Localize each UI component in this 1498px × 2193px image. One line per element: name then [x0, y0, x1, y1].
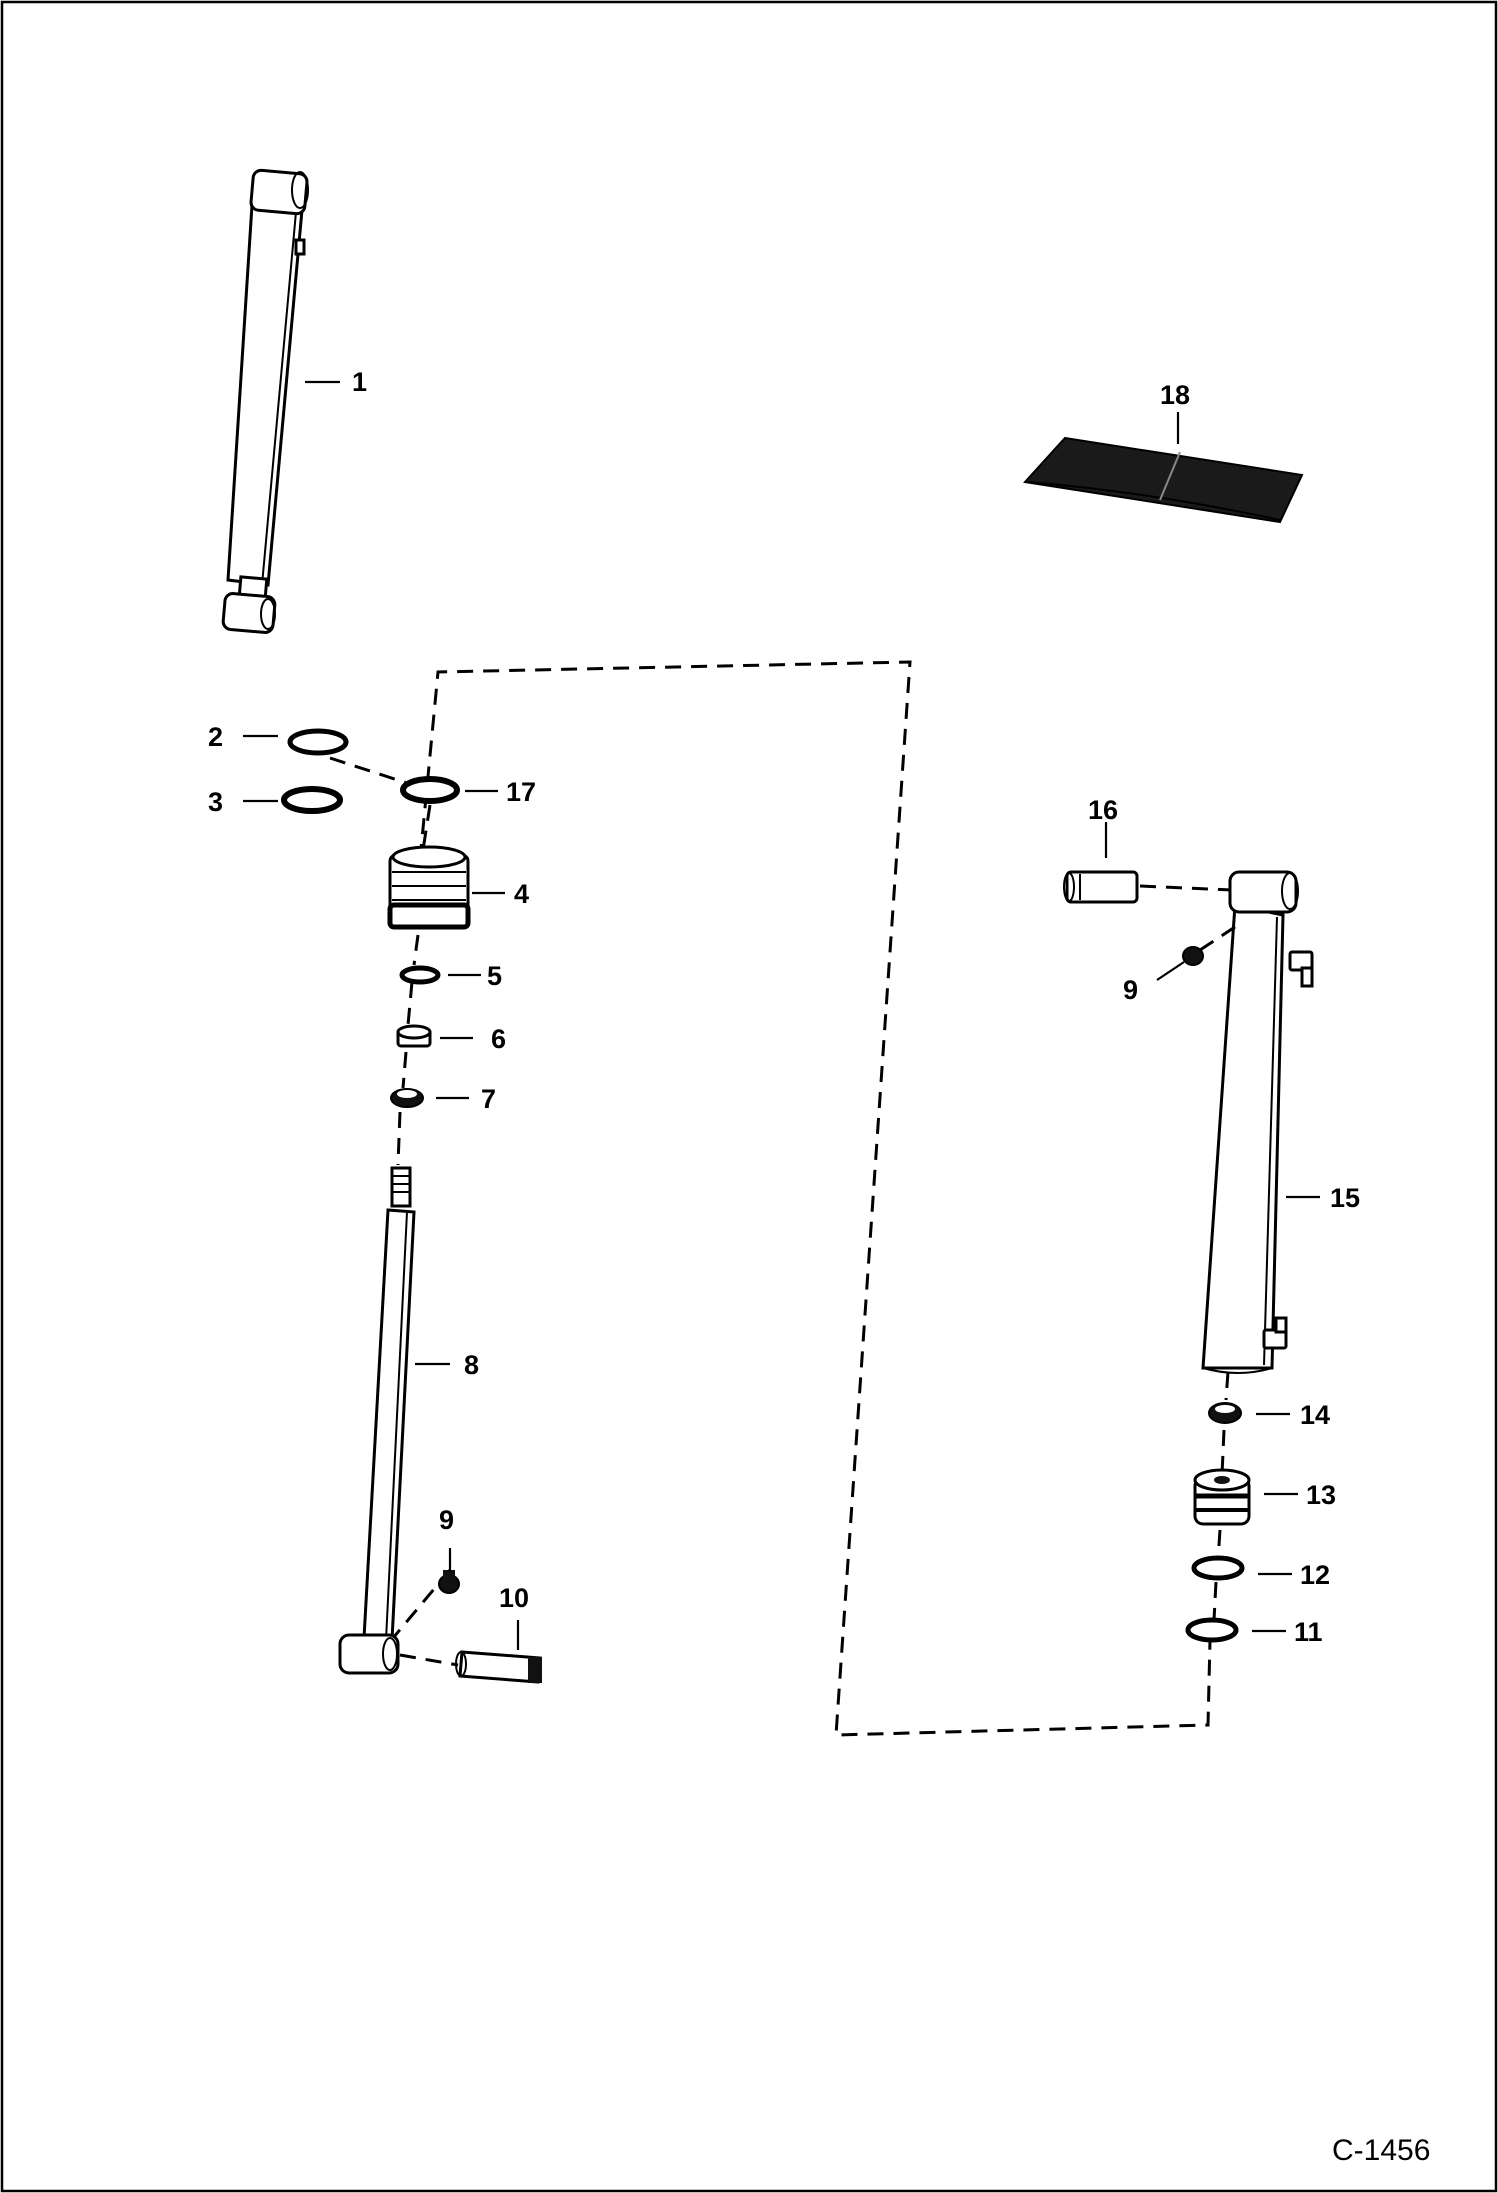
callout-15: 15: [1330, 1183, 1360, 1213]
callout-1: 1: [352, 367, 367, 397]
callout-11: 11: [1294, 1617, 1323, 1647]
callout-17: 17: [506, 777, 536, 807]
part-7-seal: [390, 1088, 424, 1108]
part-12-ring: [1191, 1555, 1245, 1581]
callout-3: 3: [208, 787, 223, 817]
part-9-grease-fitting-right: [1182, 946, 1204, 966]
callout-7: 7: [481, 1084, 496, 1114]
part-8-rod: [338, 1166, 416, 1675]
callout-12: 12: [1300, 1560, 1330, 1590]
fitting-9-right-guide: [1199, 923, 1239, 952]
callout-13: 13: [1306, 1480, 1336, 1510]
right-part-guides: [1212, 1371, 1230, 1621]
part-18-decal: [1023, 436, 1304, 524]
callout-5: 5: [487, 961, 502, 991]
figure-id: C-1456: [1332, 2134, 1430, 2167]
callout-16: 16: [1088, 795, 1118, 825]
callout-6: 6: [491, 1024, 506, 1054]
part-15-barrel: [1201, 870, 1314, 1374]
part-9-grease-fitting-left: [438, 1570, 460, 1594]
part-1-cylinder-assembly: [221, 168, 309, 634]
callout-18: 18: [1160, 380, 1190, 410]
callout-9-left: 9: [439, 1505, 454, 1535]
part-3-ring: [281, 786, 343, 814]
part-14-seal: [1208, 1402, 1242, 1424]
part-10-pin: [455, 1650, 542, 1684]
part-5-ring: [399, 965, 441, 985]
pin-16-guide: [1139, 884, 1233, 892]
part-11-ring: [1185, 1617, 1239, 1643]
leader-lines: [243, 380, 1320, 1650]
part-16-pin: [1063, 870, 1139, 904]
callout-9-right: 9: [1123, 975, 1138, 1005]
part-2-ring: [287, 728, 349, 756]
callout-labels: 1 18 2 3 17 4 5 6 7 8 9 10 16 9 15 14 13…: [208, 367, 1360, 1647]
callout-14: 14: [1300, 1400, 1330, 1430]
callout-8: 8: [464, 1350, 479, 1380]
part-17-ring: [400, 776, 460, 804]
callout-4: 4: [514, 879, 529, 909]
callout-10: 10: [499, 1583, 529, 1613]
part-6-bushing: [396, 1024, 432, 1048]
assembly-dashed-outline: [418, 660, 1212, 1737]
part-4-gland: [387, 845, 471, 930]
callout-2: 2: [208, 722, 223, 752]
part-13-piston: [1193, 1468, 1251, 1526]
